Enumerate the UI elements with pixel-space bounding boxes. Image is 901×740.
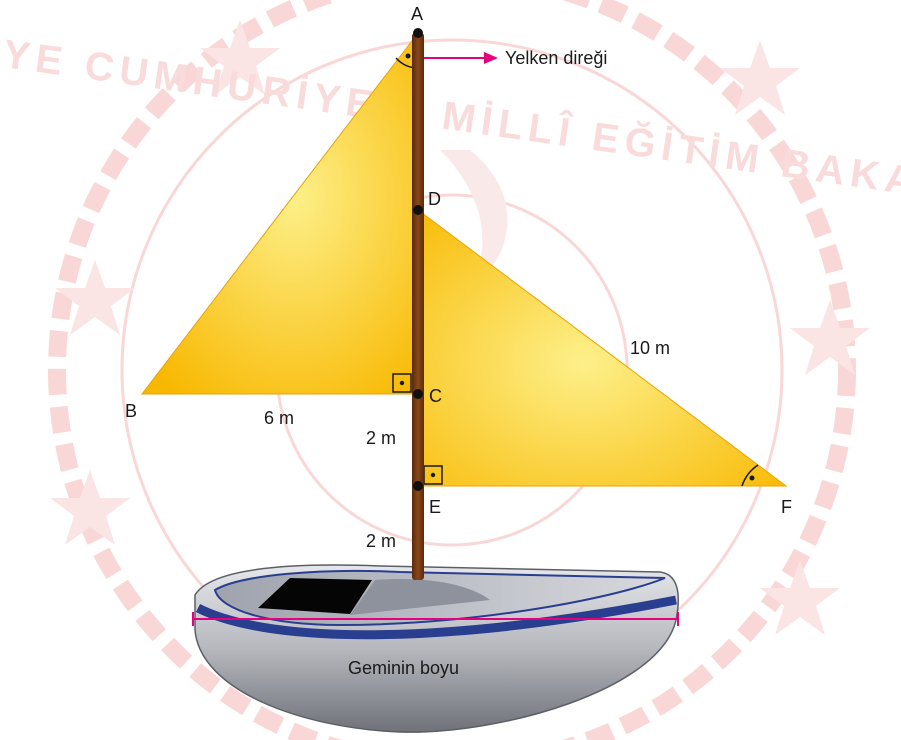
mast [412, 33, 424, 580]
label-ship-length: Geminin boyu [348, 658, 459, 678]
label-point-d: D [428, 189, 441, 209]
label-point-f: F [781, 497, 792, 517]
label-length-e-deck: 2 m [366, 531, 396, 551]
watermark-star-icon [720, 40, 800, 115]
label-point-e: E [429, 497, 441, 517]
watermark-star-icon [55, 260, 135, 335]
point-c [413, 389, 423, 399]
label-point-c: C [429, 386, 442, 406]
watermark-star-icon [200, 20, 280, 95]
angle-mark-f [741, 464, 759, 487]
watermark-star-icon [790, 300, 870, 375]
right-angle-mark-c [392, 373, 412, 393]
label-length-bc: 6 m [264, 408, 294, 428]
point-a [413, 28, 423, 38]
label-mast: Yelken direği [505, 48, 607, 68]
arrowhead-icon [484, 52, 498, 64]
point-d [413, 205, 423, 215]
point-e [413, 481, 423, 491]
right-angle-dot-c [399, 380, 405, 386]
watermark-star-icon [760, 560, 840, 635]
right-sail-triangle-def [417, 209, 788, 487]
label-length-ce: 2 m [366, 428, 396, 448]
label-length-df: 10 m [630, 338, 670, 358]
angle-dot-a [405, 53, 411, 59]
label-point-a: A [411, 4, 423, 24]
right-angle-dot-e [430, 472, 436, 478]
watermark-star-icon [50, 470, 130, 545]
cabin-window [258, 578, 372, 614]
boat-hull [194, 564, 680, 733]
angle-dot-f [749, 475, 755, 481]
label-point-b: B [125, 401, 137, 421]
